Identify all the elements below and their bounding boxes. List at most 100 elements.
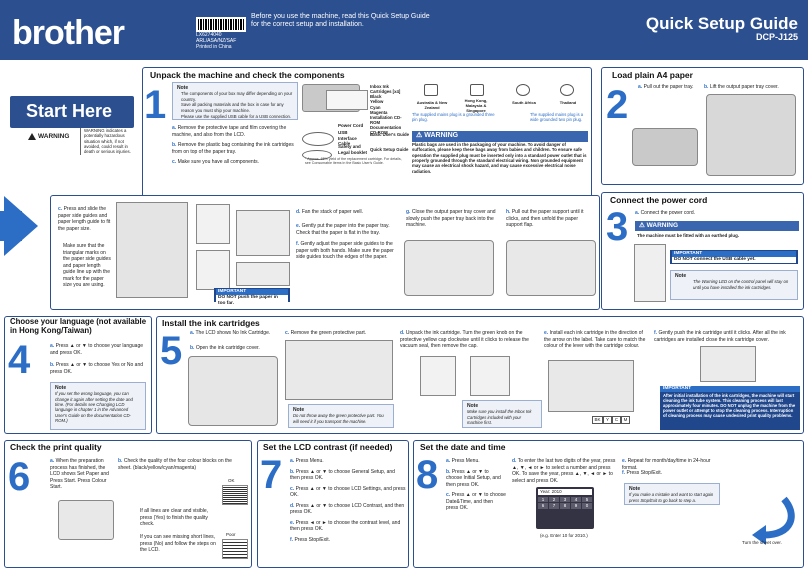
- region-label: South Africa: [512, 100, 536, 105]
- note-text: The Warning LED on the control panel wil…: [693, 279, 789, 290]
- barcode-line: ARL/ASA/NZ/SAF: [196, 37, 237, 44]
- step-text: Press ▲ or ▼ to choose LCD Contrast, and…: [290, 502, 405, 516]
- step5-b: b. Open the ink cartridge cover.: [190, 345, 280, 352]
- step1-warning-bar: ⚠ WARNING: [412, 131, 588, 142]
- step-letter: e.: [622, 458, 627, 464]
- step2-g: g. Close the output paper tray cover and…: [406, 209, 498, 229]
- step4-a: a. Press ▲ or ▼ to choose your language …: [50, 343, 148, 356]
- keypad-key[interactable]: 6: [538, 503, 548, 509]
- step8-title: Set the date and time: [420, 442, 506, 452]
- step7-list: a. Press Menu. b. Press ▲ or ▼ to choose…: [290, 458, 406, 543]
- step-text: Pull out the paper support until it clic…: [506, 209, 584, 228]
- step8-item: b. Press ▲ or ▼ to choose Initial Setup,…: [446, 469, 506, 489]
- color-slots: BK Y C M: [592, 416, 630, 424]
- step8-item: a. Press Menu.: [446, 458, 506, 465]
- poor-label: Poor: [226, 532, 236, 537]
- step2-f: f. Gently adjust the paper side guides t…: [296, 241, 400, 261]
- brand-logo: brother: [12, 14, 125, 52]
- step-letter: b.: [446, 468, 451, 475]
- keypad-key[interactable]: 0: [582, 503, 592, 509]
- step1-number: 1: [144, 83, 167, 127]
- step5-d-note: Note Make sure you install the Inbox Ink…: [462, 400, 542, 428]
- step-letter: a.: [190, 330, 195, 336]
- step2-a: a. Pull out the paper tray.: [638, 84, 698, 91]
- note-label: Note: [675, 273, 687, 279]
- step-text: Gently put the paper into the paper tray…: [296, 223, 390, 236]
- step-text: Press and slide the paper side guides an…: [58, 206, 111, 232]
- step1-note: Note The components of your box may diff…: [172, 82, 298, 120]
- step4-b: b. Press ▲ or ▼ to choose Yes or No and …: [50, 362, 148, 375]
- keypad-key[interactable]: 4: [571, 496, 581, 503]
- cartridge-cap-illustration: [470, 356, 510, 396]
- guide-detail-illustration: [196, 204, 230, 244]
- keypad-key[interactable]: 7: [549, 503, 559, 509]
- step7-item: c. Press ▲ or ▼ to choose LCD Settings, …: [290, 486, 406, 499]
- step5-c-note: Note Do not throw away the green protect…: [288, 404, 394, 428]
- step8-item: c. Press ▲ or ▼ to choose Date&Time, and…: [446, 492, 506, 512]
- step5-a: a. The LCD shows No Ink Cartridge.: [190, 330, 280, 337]
- important-text: DO NOT push the paper in too far.: [216, 294, 288, 307]
- step4-title: Choose your language (not available in H…: [10, 317, 147, 335]
- usb-cable-illustration: [302, 150, 332, 160]
- keypad-key[interactable]: 2: [549, 496, 559, 503]
- slot-label: BK: [592, 416, 603, 424]
- step-text: Press ▲ or ▼ to choose Date&Time, and th…: [446, 492, 506, 511]
- step2-number: 2: [606, 83, 629, 127]
- power-outlet-illustration: [634, 244, 666, 302]
- plug-icon: [516, 84, 530, 96]
- step1-warning-text: Plastic bags are used in the packaging o…: [412, 142, 587, 174]
- important-label: IMPORTANT: [660, 386, 800, 392]
- step-text: When the preparation process has finishe…: [50, 458, 109, 490]
- print-sheet-illustration: [58, 500, 114, 540]
- keypad-key[interactable]: 8: [560, 503, 570, 509]
- step6-number: 6: [8, 455, 31, 499]
- step2-d: d. Fan the stack of paper well.: [296, 209, 400, 216]
- step8-f: f. Press Stop/Exit.: [622, 470, 722, 477]
- note-text: Do not throw away the green protective p…: [293, 413, 384, 424]
- step8-number: 8: [416, 453, 439, 497]
- step-text: Press ▲ or ▼ to choose Initial Setup, an…: [446, 468, 501, 488]
- instruction-c: c. Make sure you have all components.: [172, 159, 298, 166]
- guide-detail-illustration: [196, 250, 230, 290]
- region-label: Australia & New Zealand: [416, 100, 448, 110]
- step-text: Remove the green protective part.: [290, 330, 367, 336]
- note-label: Note: [467, 403, 479, 409]
- step-text: Press Menu.: [451, 458, 480, 464]
- step-text: Gently push the ink cartridge until it c…: [654, 330, 786, 343]
- close-tray-illustration: [404, 240, 494, 296]
- step-text: Unpack the ink cartridge. Turn the green…: [400, 330, 529, 349]
- step-letter: b.: [704, 84, 709, 90]
- step2-c: c. Press and slide the paper side guides…: [58, 206, 112, 232]
- step5-d: d. Unpack the ink cartridge. Turn the gr…: [400, 330, 536, 350]
- component-item: Yellow: [370, 99, 384, 105]
- intro-line: Before you use the machine, read this Qu…: [251, 13, 430, 20]
- important-text: After initial installation of the ink ca…: [663, 392, 796, 419]
- step-letter: h.: [506, 209, 511, 215]
- step-letter: b.: [50, 362, 55, 368]
- intro-line: for the correct setup and installation.: [251, 21, 364, 29]
- step-letter: d.: [296, 209, 301, 215]
- keypad-key[interactable]: 5: [582, 496, 592, 503]
- step-letter: c.: [290, 485, 295, 492]
- model-number: DCP-J125: [755, 32, 798, 42]
- barcode-line: Printed in China: [196, 43, 232, 50]
- step-text: Repeat for month/day/time in 24-hour for…: [622, 458, 711, 471]
- step5-important-box: IMPORTANT After initial installation of …: [660, 386, 800, 430]
- keypad-key[interactable]: 1: [538, 496, 548, 503]
- warning-triangle-icon: ⚠: [416, 132, 425, 139]
- turn-over-arrow-icon: [752, 496, 795, 545]
- region-label: Thailand: [559, 100, 577, 105]
- keypad-key[interactable]: 9: [571, 503, 581, 509]
- slot-label: M: [621, 416, 630, 424]
- step-letter: e.: [296, 223, 301, 229]
- intro-text: Before you use the machine, read this Qu…: [251, 13, 430, 30]
- paper-support-illustration: [506, 240, 596, 296]
- barcode: [196, 17, 246, 32]
- step-letter: g.: [406, 209, 411, 215]
- footnote: * Approx. 65% yield of the replacement c…: [305, 157, 402, 166]
- keypad-key[interactable]: 3: [560, 496, 570, 503]
- basic-guide-label: Basic User's Guide: [370, 132, 409, 137]
- component-item: Black: [370, 94, 382, 100]
- step3-warning-text: The machine must be fitted with an earth…: [637, 233, 739, 238]
- instruction-a: a. Remove the protective tape and film c…: [172, 125, 298, 138]
